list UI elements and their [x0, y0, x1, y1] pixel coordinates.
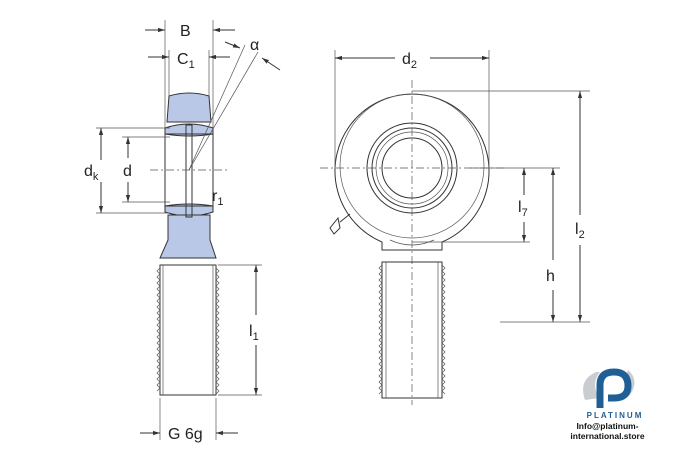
label-alpha: α — [250, 37, 259, 54]
label-d2: d2 — [402, 51, 417, 71]
label-C1: C1 — [177, 51, 195, 71]
label-l2: l2 — [575, 221, 585, 241]
label-r1: r1 — [212, 188, 223, 208]
front-view — [320, 50, 590, 405]
housing-neck — [159, 214, 217, 259]
label-G: G 6g — [168, 426, 203, 443]
logo-name: PLATINUM — [586, 411, 644, 420]
label-l1: l1 — [249, 323, 259, 343]
label-B: B — [180, 23, 191, 40]
platinum-logo — [583, 368, 635, 408]
outer-ring-top — [166, 92, 212, 123]
label-dk: dk — [84, 163, 99, 183]
label-l7: l7 — [518, 199, 528, 219]
logo-email: Info@platinum-international.store — [570, 421, 645, 441]
side-view — [96, 20, 281, 440]
threaded-shank — [159, 264, 217, 396]
label-d: d — [123, 163, 132, 180]
label-h: h — [546, 268, 555, 285]
